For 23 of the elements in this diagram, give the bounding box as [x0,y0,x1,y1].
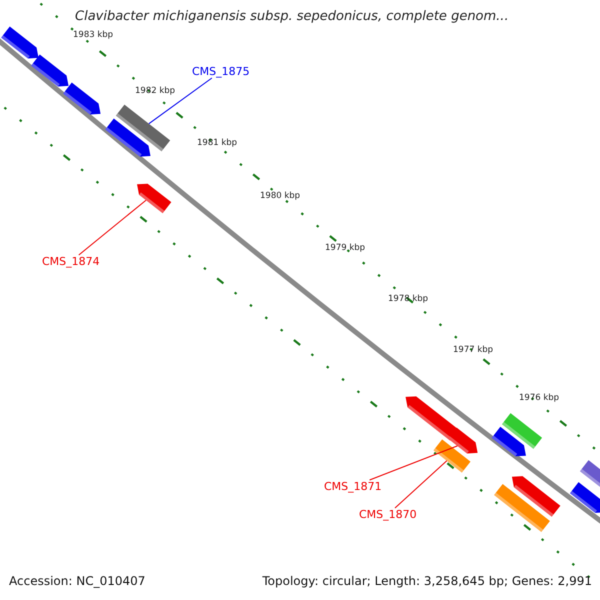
leader-line [394,460,448,508]
scale-label: 1983 kbp [73,31,114,40]
scale-label: 1977 kbp [453,346,494,354]
genome-summary: Topology: circular; Length: 3,258,645 bp; Genes: 2,991 [262,575,592,587]
gene-label: CMS_1874 [42,256,100,267]
gene-label: CMS_1871 [324,481,382,492]
leader-line [78,200,146,256]
leader-line [148,78,212,124]
scale-label: 1982 kbp [135,87,176,96]
accession-label: Accession: NC_010407 [9,575,146,587]
gene-arrow [116,104,170,152]
gene-label: CMS_1870 [359,509,417,520]
scale-label: 1980 kbp [260,192,300,200]
gene-arrow [448,428,478,454]
scale-label: 1981 kbp [197,139,238,148]
gene-arrow [137,184,172,214]
diagram-title: Clavibacter michiganensis subsp. sepedonicus, complete genom... [75,10,509,23]
leader-line [369,445,458,480]
gene-arrow [434,439,470,473]
scale-label: 1976 kbp [519,394,560,402]
gene-label: CMS_1875 [192,66,250,77]
scale-label: 1978 kbp [388,295,428,304]
scale-label: 1979 kbp [325,244,366,252]
